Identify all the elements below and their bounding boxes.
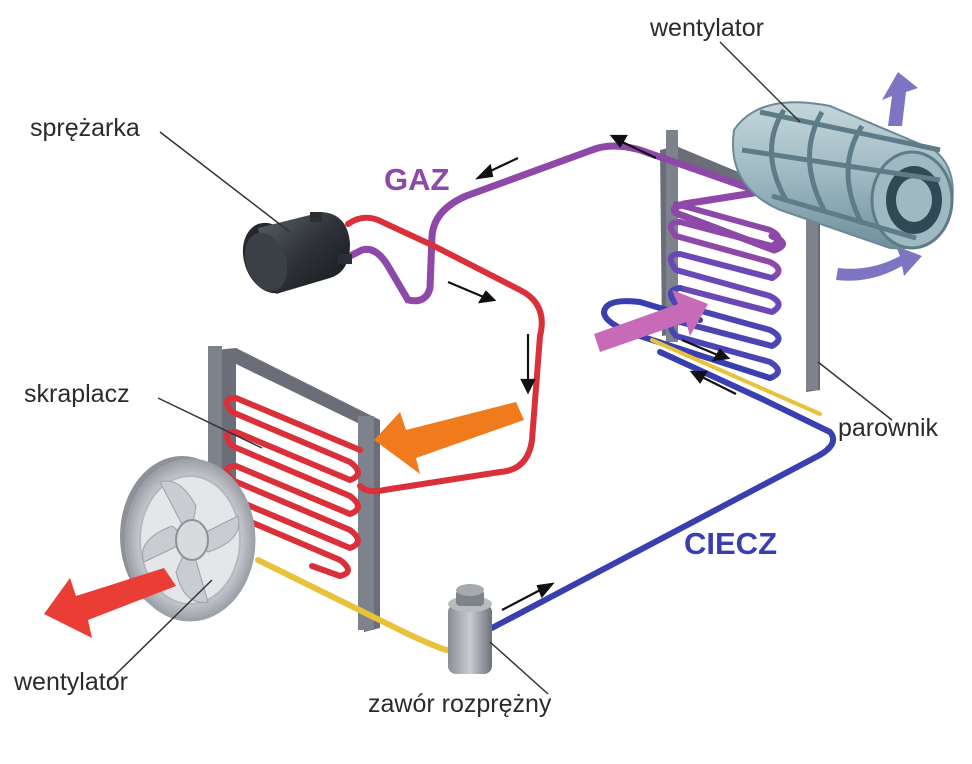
liquid-line-yellow: [255, 557, 463, 653]
pink-airflow-arrow: [594, 290, 708, 352]
hot-gas-line: [345, 214, 545, 495]
gas-line: [342, 142, 786, 305]
evaporator-coils: [601, 201, 782, 381]
flow-direction-arrows: [447, 134, 737, 611]
compressor: [242, 212, 352, 294]
liquid-line-yellow-evap: [650, 338, 822, 416]
state-liquid-label: CIECZ: [684, 526, 777, 561]
label-fan-top: wentylator: [650, 14, 764, 42]
label-condenser: skraplacz: [24, 380, 130, 408]
violet-airflow-arrow-up: [882, 72, 918, 126]
violet-airflow-arrow-bottom: [836, 246, 922, 281]
expansion-valve: [448, 584, 492, 674]
red-airflow-arrow: [44, 568, 176, 638]
leader-lines: [109, 41, 893, 695]
label-compressor: sprężarka: [30, 114, 140, 142]
label-fan-bottom: wentylator: [14, 668, 128, 696]
state-gas-label: GAZ: [384, 162, 450, 197]
label-evaporator: parownik: [838, 414, 939, 442]
liquid-line: [489, 349, 836, 631]
orange-heat-arrow: [374, 402, 524, 474]
evaporator-fan: [732, 101, 954, 250]
label-expansion-valve: zawór rozprężny: [368, 690, 552, 718]
